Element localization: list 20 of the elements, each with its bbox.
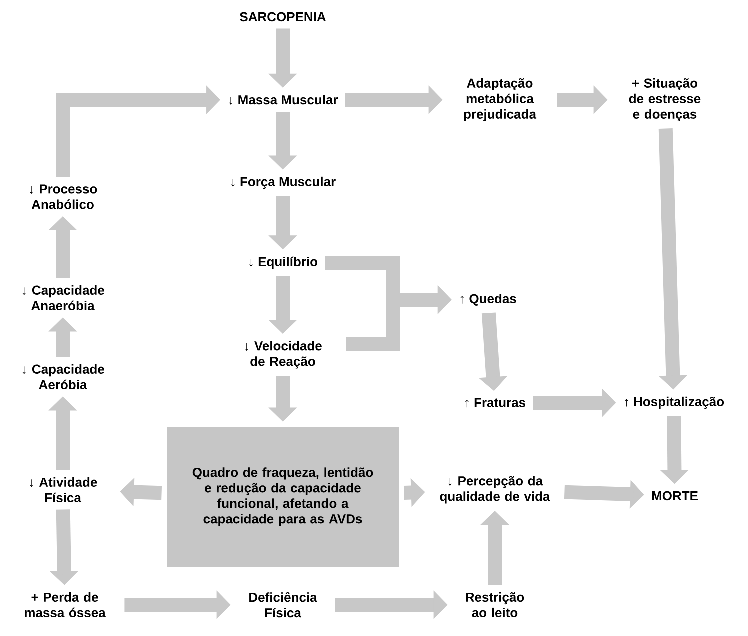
diagram-label: ↑ Quedas bbox=[460, 294, 516, 306]
process-box: Quadro de fraqueza, lentidão e redução da capacidade funcional, afetando a capacidade para as AVDs bbox=[167, 427, 399, 567]
diagram-label: ↑ Hospitalização bbox=[625, 396, 724, 410]
diagram-label: Restrição ao leito bbox=[466, 592, 524, 618]
diagram-label: SARCOPENIA bbox=[240, 12, 326, 22]
diagram-label: ↓ Velocidade de Reação bbox=[245, 341, 322, 369]
diagram-label: MORTE bbox=[652, 491, 698, 501]
diagram-label: ↓ Processo Anabólico bbox=[30, 184, 98, 210]
diagram-label: ↑ Fraturas bbox=[466, 398, 526, 408]
diagram-label: Deficiência Física bbox=[250, 592, 318, 618]
diagram-label: ↓ Capacidade Aeróbia bbox=[22, 364, 104, 390]
diagram-label: + Perda de massa óssea bbox=[25, 592, 106, 618]
diagram-label: ↓ Força Muscular bbox=[232, 176, 336, 190]
diagram-label: ↓ Percepção da qualidade de vida bbox=[440, 476, 550, 504]
diagram-label: ↓ Equilíbrio bbox=[250, 256, 318, 270]
diagram-label: ↓ Capacidade Anaeróbia bbox=[22, 285, 104, 311]
diagram-label: ↓ Massa Muscular bbox=[229, 95, 338, 105]
diagram-label: ↓ Atividade Física bbox=[30, 477, 98, 503]
diagram-label: + Situação de estresse e doenças bbox=[629, 78, 701, 122]
diagram-label: Adaptação metabólica prejudicada bbox=[464, 78, 537, 122]
